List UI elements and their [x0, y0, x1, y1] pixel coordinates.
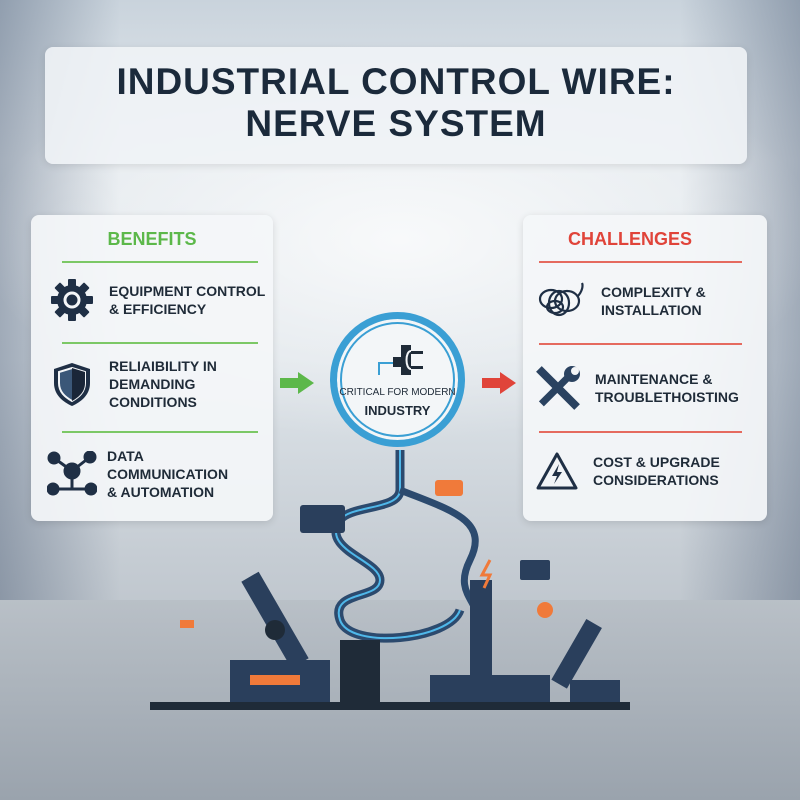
network-icon: [47, 451, 97, 496]
challenge-item: COST & UPGRADE CONSIDERATIONS: [535, 451, 720, 491]
challenge-label: COST & UPGRADE CONSIDERATIONS: [593, 454, 720, 488]
divider: [539, 431, 742, 433]
divider: [539, 261, 742, 263]
benefit-label: DATA COMMUNICATION & AUTOMATION: [107, 448, 229, 500]
tower: [470, 580, 492, 702]
screen-icon: [520, 560, 550, 580]
title-line-1: INDUSTRIAL CONTROL WIRE:: [116, 61, 676, 102]
robot-joint: [265, 620, 285, 640]
benefit-item: RELIAIBILITY IN DEMANDING CONDITIONS: [51, 357, 217, 411]
server-rack: [430, 675, 550, 702]
shield-icon: [54, 363, 90, 406]
tools-icon: [536, 366, 580, 410]
divider: [62, 342, 258, 344]
gear-icon: [51, 279, 93, 321]
benefits-panel: BENEFITS EQUIPMENT CONTROL & EFFICIENCY …: [31, 215, 273, 521]
challenges-heading: CHALLENGES: [567, 229, 692, 249]
central-hub: CRITICAL FOR MODERN INDUSTRY: [330, 312, 465, 447]
cable-light: [335, 450, 461, 640]
divider: [539, 343, 742, 345]
benefit-item: EQUIPMENT CONTROL & EFFICIENCY: [49, 277, 265, 323]
lightning-icon: [479, 559, 493, 589]
message-icon: [180, 620, 194, 628]
challenge-item: MAINTENANCE & TROUBLETHOISTING: [535, 365, 739, 411]
hub-text-line-1: CRITICAL FOR MODERN: [339, 387, 456, 398]
green-arrow-icon: [280, 372, 314, 394]
challenge-label: COMPLEXITY & INSTALLATION: [601, 284, 706, 318]
machine-base: [570, 680, 620, 702]
hub-text-line-2: INDUSTRY: [364, 403, 431, 418]
divider: [62, 431, 258, 433]
challenge-item: COMPLEXITY & INSTALLATION: [537, 281, 706, 321]
base-platform: [150, 702, 630, 710]
industrial-wiring-illustration: [150, 450, 630, 710]
robot-joint: [537, 602, 553, 618]
benefit-label: EQUIPMENT CONTROL & EFFICIENCY: [109, 283, 266, 317]
tangled-wire-icon: [538, 282, 584, 317]
red-arrow-icon: [482, 372, 516, 394]
orange-panel: [250, 675, 300, 685]
robot-arm: [551, 619, 602, 689]
tower: [340, 640, 380, 702]
cable: [331, 450, 465, 643]
chat-bubble-icon: [435, 480, 463, 496]
benefits-heading: BENEFITS: [107, 229, 197, 249]
benefit-label: RELIAIBILITY IN DEMANDING CONDITIONS: [109, 358, 217, 410]
plug-icon: [378, 345, 423, 375]
challenges-panel: CHALLENGES COMPLEXITY & INSTALLATION MAI…: [523, 215, 767, 521]
title-banner: INDUSTRIAL CONTROL WIRE: NERVE SYSTEM: [45, 47, 747, 164]
connector-box: [300, 505, 345, 533]
challenge-label: MAINTENANCE & TROUBLETHOISTING: [595, 371, 739, 405]
divider: [62, 261, 258, 263]
benefit-item: DATA COMMUNICATION & AUTOMATION: [47, 447, 228, 501]
title-line-2: NERVE SYSTEM: [245, 103, 547, 144]
warning-icon: [536, 452, 578, 490]
